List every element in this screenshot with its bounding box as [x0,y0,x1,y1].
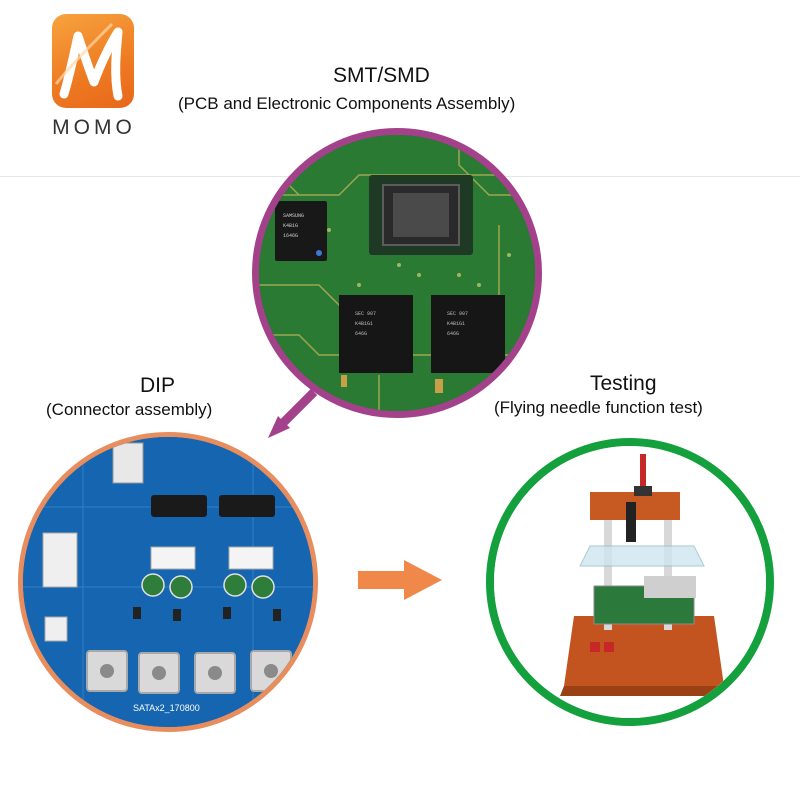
testing-title: Testing [590,372,657,395]
brand-logo [52,14,134,108]
arrow-smt-to-dip [262,386,322,451]
svg-text:SEC 907: SEC 907 [355,311,376,317]
svg-text:K4B1G: K4B1G [283,223,298,229]
smt-subtitle: (PCB and Electronic Components Assembly) [178,94,516,113]
testing-fixture-image [486,438,774,726]
svg-text:SAMSUNG: SAMSUNG [283,213,304,219]
svg-text:646G: 646G [355,331,367,337]
dip-title: DIP [140,374,176,397]
svg-text:646G: 646G [447,331,459,337]
dip-board-image: SATAx2_170800 [18,432,318,732]
dip-board-illustration: SATAx2_170800 [23,437,313,727]
test-fixture-illustration [494,446,766,718]
arrow-right-icon [358,560,442,600]
arrow-dip-to-testing [358,560,442,605]
dip-subtitle: (Connector assembly) [46,400,213,419]
testing-subtitle: (Flying needle function test) [494,398,703,417]
brand-name: MOMO [52,116,136,139]
svg-text:K4B1G1: K4B1G1 [355,321,373,327]
logo-m-mark [54,22,123,101]
arrow-down-left-icon [268,388,318,438]
svg-text:SEC 907: SEC 907 [447,311,468,317]
svg-text:K4B1G1: K4B1G1 [447,321,465,327]
dip-board-label: SATAx2_170800 [133,703,200,713]
smt-title: SMT/SMD [333,64,430,87]
svg-text:1646G: 1646G [283,233,298,239]
